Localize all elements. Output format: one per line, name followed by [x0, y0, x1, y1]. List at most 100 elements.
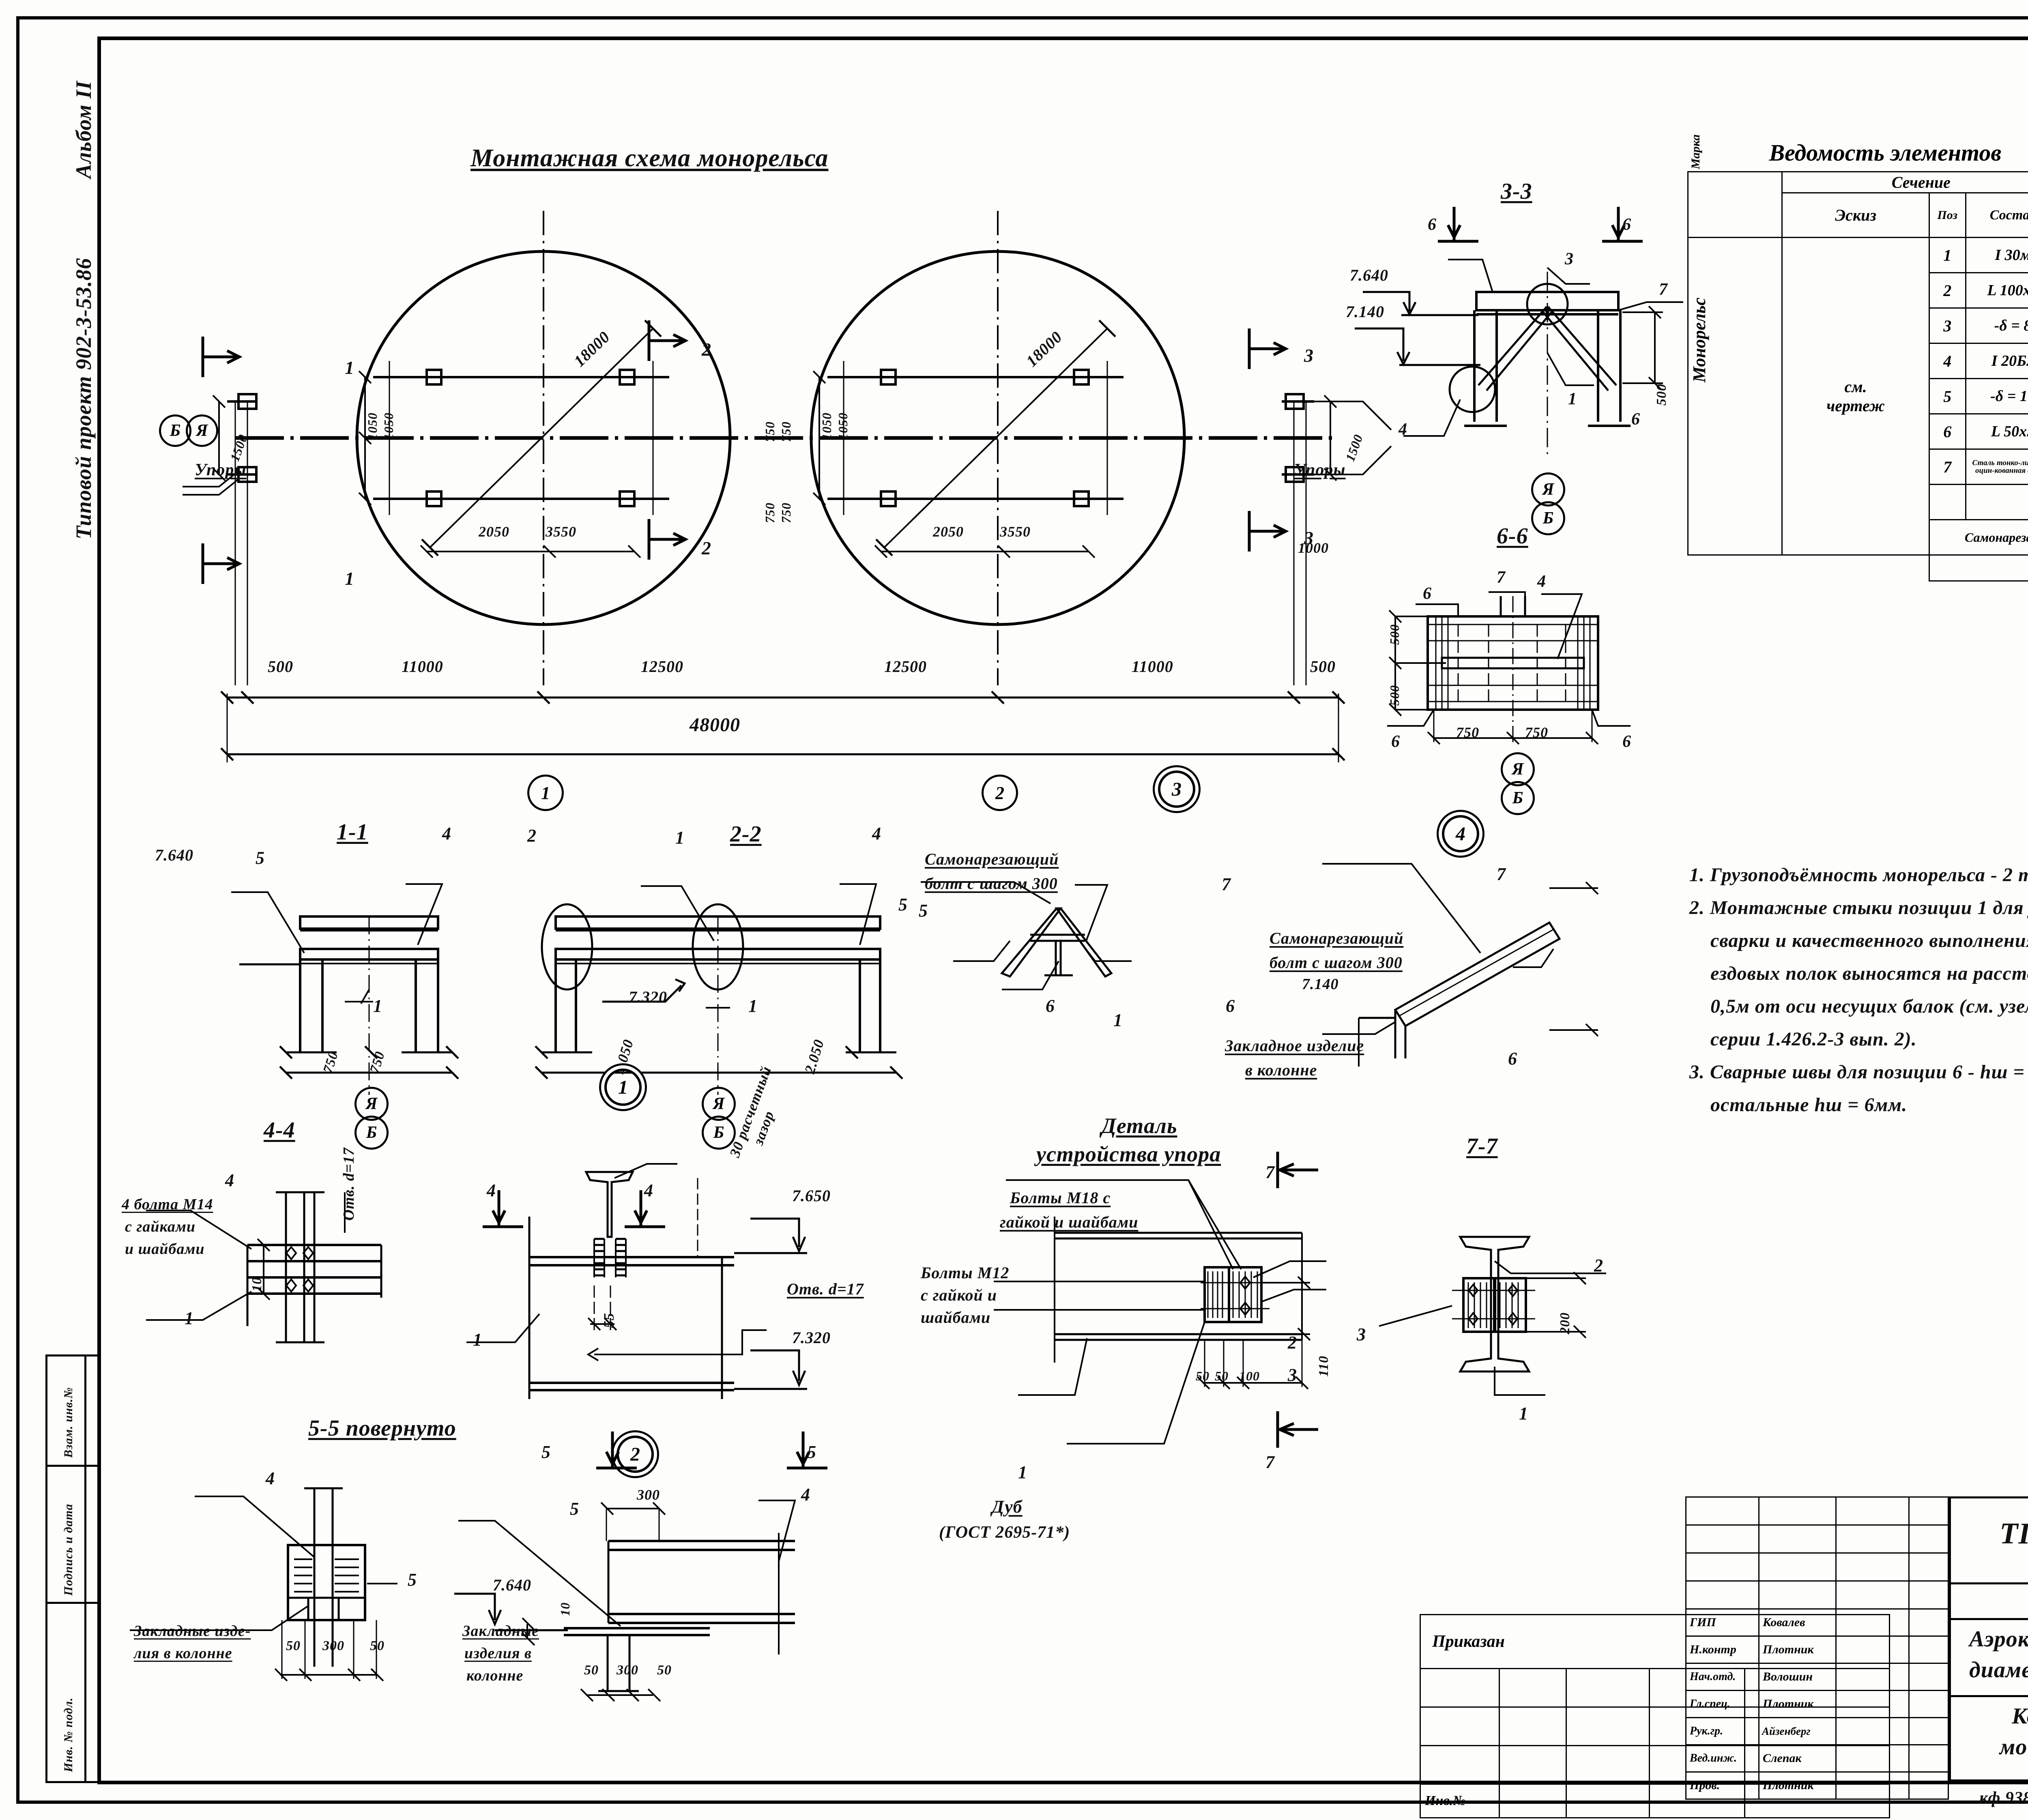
sig-date [1908, 1690, 1949, 1718]
spec-cell-poz: 7 [1928, 449, 1966, 485]
sig-signature [1835, 1608, 1910, 1637]
change-cell [1499, 1706, 1567, 1746]
spec-header-sechenie: Сечение [1781, 171, 2028, 193]
left-stamp-row-2 [45, 1465, 101, 1467]
sig-role: Рук.гр. [1685, 1717, 1759, 1745]
sig-blank [1758, 1524, 1837, 1554]
sig-date [1908, 1608, 1949, 1637]
detail-3-bubble: 3 [1158, 770, 1195, 808]
sig-name: Слепак [1758, 1744, 1837, 1773]
detail-2-marker-5a: 5 [541, 1442, 551, 1462]
left-stamp-inv: Инв. № подл. [62, 1697, 75, 1772]
section-22-pos-1: 1 [675, 828, 685, 848]
upor-pos-3: 3 [1288, 1365, 1297, 1385]
sig-name: Плотник [1758, 1635, 1837, 1664]
sig-signature [1835, 1744, 1910, 1773]
section-33-title: 3-3 [1501, 179, 1532, 204]
spec-cell-poz: 2 [1928, 272, 1966, 309]
note-item: сварки и качественного выполнения стыка [1710, 930, 2028, 951]
note-item: ездовых полок выносятся на расстояние [1710, 963, 2028, 984]
sig-signature [1835, 1771, 1910, 1800]
detail-3-note-line1: Самонарезающий [925, 850, 1059, 868]
detail-2-dim-300b: 300 [617, 1663, 638, 1678]
plan-title: Монтажная схема монорельса [470, 144, 829, 172]
table-row: 7 Сталь тонко-листовая оцин-кованная δ=1… [1688, 449, 2028, 485]
spec-eskiz-value: см. чертеж [1781, 237, 1930, 556]
detail-3-pos-5: 5 [919, 901, 928, 921]
section-66-dim-500a: 500 [1387, 624, 1402, 645]
section-33-level-7140: 7.140 [1346, 303, 1384, 321]
sig-blank [1758, 1496, 1837, 1526]
plan-chain-dim-500-r: 500 [1310, 657, 1336, 676]
section-77-geometry [1379, 1236, 1606, 1396]
spec-cell-poz: 4 [1928, 343, 1966, 379]
section-44-title: 4-4 [264, 1118, 295, 1143]
change-cell [1420, 1706, 1500, 1746]
plan-chain-dim-11000-l: 11000 [402, 657, 443, 676]
plan-dim-3550: 3550 [546, 524, 576, 540]
sig-signature [1835, 1690, 1910, 1718]
section-77-pos-1: 1 [1519, 1404, 1528, 1423]
section-11-geometry [231, 883, 459, 1095]
bottom-code: кф 9387-02 61 [1979, 1789, 2028, 1807]
upor-geometry [994, 1152, 1326, 1448]
spec-cell-sostav: Сталь тонко-листовая оцин-кованная δ=1мм [1965, 449, 2028, 485]
section-11-title: 1-1 [337, 820, 368, 845]
detail-2-geometry [454, 1432, 827, 1702]
section-33-pos-6b: 6 [1622, 215, 1631, 234]
plan-axis-bubble-1: 1 [527, 775, 564, 811]
sig-date [1908, 1635, 1949, 1664]
table-row: Самонарезающий болт ОСТ34/3-016ТТ [1688, 519, 2028, 556]
detail-1-note-otv: Отв. d=17 [787, 1280, 864, 1298]
plan-dim-750-a: 750 [763, 421, 777, 442]
sig-name: Айзенберг [1758, 1717, 1837, 1745]
plan-dim-1050-d: 1050 [836, 412, 850, 440]
section-55-note-line1: Закладные изде- [134, 1623, 251, 1640]
plan-dim-1050-c: 1050 [819, 412, 834, 440]
section-33-dim-500: 500 [1654, 384, 1669, 406]
section-66-pos-6b: 6 [1391, 732, 1400, 751]
section-55-pos-5: 5 [408, 1570, 417, 1590]
upor-pos-2: 2 [1288, 1333, 1297, 1352]
title-area-mid3 [1949, 1695, 2028, 1697]
section-33-geometry [1355, 207, 1683, 454]
note-item: остальные hш = 6мм. [1689, 1094, 1908, 1116]
detail-4-pos-7: 7 [1497, 864, 1506, 884]
section-77-pos-3: 3 [1357, 1324, 1366, 1344]
sheet-border-inner-top [97, 36, 2028, 40]
object-name-line1: Аэроксенатор [1969, 1627, 2028, 1652]
plan-upory-right: Упоры [1294, 461, 1346, 479]
sig-name: Ковалев [1758, 1608, 1837, 1637]
table-row: Монорельс см. чертеж 1 I 30м 6,8 1,5 1 В… [1687, 237, 2028, 556]
sig-blank [1685, 1580, 1759, 1610]
change-cell [1499, 1784, 1567, 1818]
section-66-geometry [1387, 591, 1631, 745]
sig-blank [1685, 1524, 1759, 1554]
sig-blank [1835, 1552, 1910, 1582]
change-cell [1566, 1706, 1650, 1746]
detail-2-pos-4: 4 [801, 1485, 810, 1505]
change-cell [1566, 1784, 1650, 1818]
left-stamp-frame-mid [84, 1354, 86, 1782]
upor-note-m12-3: шайбами [921, 1308, 991, 1326]
plan-dim-2050: 2050 [479, 524, 509, 540]
detail-3-geometry [921, 881, 1132, 990]
sig-date [1908, 1663, 1949, 1691]
plan-node-bubble-ya: Я [186, 414, 218, 447]
section-22-bubble-ya: Я [702, 1087, 736, 1121]
sheet-border-outer-top [16, 16, 2028, 19]
sig-name: Волошин [1758, 1663, 1837, 1691]
object-name-line2: диаметром 18м. [1969, 1657, 2028, 1683]
section-22-level: 7.320 [629, 988, 667, 1006]
section-44-pos-4: 4 [225, 1170, 234, 1190]
plan-overall-dim: 48000 [690, 714, 740, 736]
spec-footer-note: Самонарезающий болт ОСТ34/3-016ТТ [1928, 519, 2028, 556]
sig-role: Нач.отд. [1685, 1663, 1759, 1691]
plan-section-mark-1a: 1 [345, 357, 354, 378]
section-66-dim-750a: 750 [1456, 724, 1479, 740]
table-row: 5 -δ = 10 ВСт3кп2 [1688, 378, 2028, 414]
spec-title: Ведомость элементов [1688, 134, 2028, 172]
upor-title-line1: Деталь [1101, 1114, 1177, 1138]
plan-section-mark-2b: 2 [702, 538, 711, 558]
upor-note-gost: (ГОСТ 2695-71*) [939, 1523, 1070, 1542]
